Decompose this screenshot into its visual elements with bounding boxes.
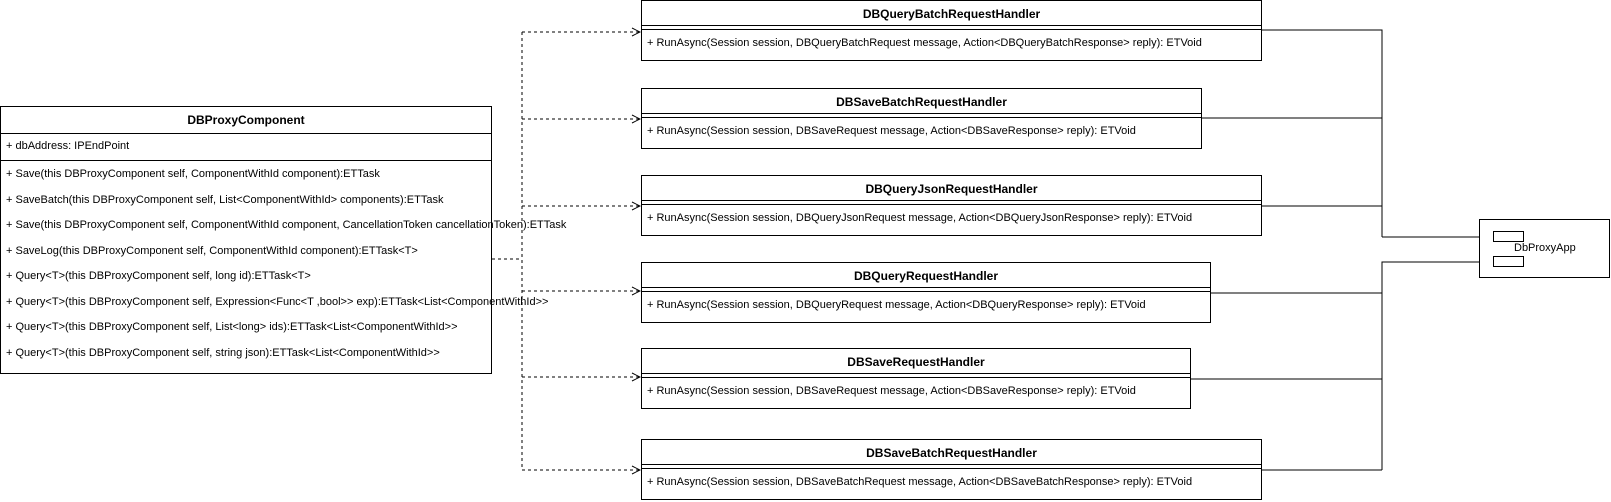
method-query-id: + Query<T>(this DBProxyComponent self, l… bbox=[6, 270, 311, 282]
handler-method: + RunAsync(Session session, DBSaveReques… bbox=[647, 125, 1136, 137]
handler-title: DBQueryBatchRequestHandler bbox=[862, 7, 1041, 21]
handler-method: + RunAsync(Session session, DBQueryJsonR… bbox=[647, 212, 1193, 224]
method-query-json: + Query<T>(this DBProxyComponent self, s… bbox=[6, 346, 440, 359]
handler-query-json[interactable]: DBQueryJsonRequestHandler + RunAsync(Ses… bbox=[641, 175, 1262, 236]
methods-section: + Save(this DBProxyComponent self, Compo… bbox=[1, 160, 567, 366]
handler-title: DBSaveRequestHandler bbox=[847, 355, 985, 369]
handler-title: DBSaveBatchRequestHandler bbox=[836, 95, 1007, 109]
handler-query-batch[interactable]: DBQueryBatchRequestHandler + RunAsync(Se… bbox=[641, 0, 1262, 61]
link-query-batch bbox=[1262, 29, 1383, 237]
handler-title: DBSaveBatchRequestHandler bbox=[866, 446, 1037, 460]
component-port-lower bbox=[1493, 256, 1524, 267]
handler-save-batch-1[interactable]: DBSaveBatchRequestHandler + RunAsync(Ses… bbox=[641, 88, 1202, 149]
dbproxyapp-component[interactable]: DbProxyApp bbox=[1479, 219, 1610, 278]
handler-method: + RunAsync(Session session, DBQueryReque… bbox=[647, 299, 1146, 311]
handler-save[interactable]: DBSaveRequestHandler + RunAsync(Session … bbox=[641, 348, 1191, 409]
method-save-cancellable: + Save(this DBProxyComponent self, Compo… bbox=[6, 219, 567, 231]
attribute-dbaddress: + dbAddress: IPEndPoint bbox=[6, 140, 130, 152]
handler-method: + RunAsync(Session session, DBSaveReques… bbox=[647, 385, 1136, 397]
dbproxycomponent-class[interactable]: DBProxyComponent + dbAddress: IPEndPoint… bbox=[0, 106, 567, 374]
handler-query[interactable]: DBQueryRequestHandler + RunAsync(Session… bbox=[641, 262, 1211, 323]
class-title: DBProxyComponent bbox=[187, 113, 305, 127]
link-lower-to-port bbox=[1381, 262, 1493, 470]
handler-method: + RunAsync(Session session, DBSaveBatchR… bbox=[647, 476, 1193, 488]
method-save: + Save(this DBProxyComponent self, Compo… bbox=[6, 168, 380, 180]
method-query-ids: + Query<T>(this DBProxyComponent self, L… bbox=[6, 321, 458, 333]
method-savebatch: + SaveBatch(this DBProxyComponent self, … bbox=[6, 193, 444, 206]
handler-title: DBQueryJsonRequestHandler bbox=[865, 182, 1038, 196]
handler-method: + RunAsync(Session session, DBQueryBatch… bbox=[647, 37, 1202, 49]
method-savelog: + SaveLog(this DBProxyComponent self, Co… bbox=[6, 244, 418, 257]
method-query-expression: + Query<T>(this DBProxyComponent self, E… bbox=[6, 295, 549, 308]
component-label: DbProxyApp bbox=[1514, 242, 1576, 254]
handler-title: DBQueryRequestHandler bbox=[853, 269, 999, 283]
handler-save-batch-2[interactable]: DBSaveBatchRequestHandler + RunAsync(Ses… bbox=[641, 439, 1262, 500]
component-port-upper bbox=[1493, 231, 1524, 242]
attributes-section: + dbAddress: IPEndPoint bbox=[1, 133, 491, 160]
